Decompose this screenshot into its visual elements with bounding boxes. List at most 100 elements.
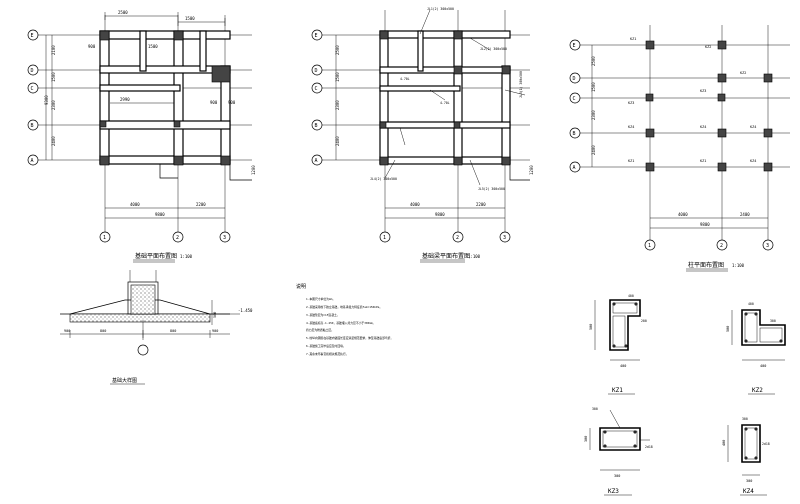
beam-note-5: JL5(2) 300x500 bbox=[478, 187, 505, 191]
beam-note-6: 4.70L bbox=[400, 77, 410, 81]
axis-B: B bbox=[31, 123, 34, 129]
col-label-10: KZ2 bbox=[740, 71, 746, 75]
p2-axis-2: 2 bbox=[456, 235, 459, 241]
kz1-d1: 400 bbox=[628, 294, 634, 298]
beam-note-2: JL2(2) 300x500 bbox=[480, 47, 507, 51]
p3-dim-bot-total: 9800 bbox=[700, 222, 710, 227]
dim-bot1: 4000 bbox=[130, 202, 140, 207]
note-7: 6.基础施工完毕后应及时回填。 bbox=[306, 344, 346, 348]
p2-dim-bot1: 4000 bbox=[410, 202, 420, 207]
column-detail-kz4: 400 300 300 2d18 KZ4 bbox=[722, 417, 770, 496]
dim-inner-c: 900 bbox=[88, 44, 96, 49]
p2-axis-E: E bbox=[315, 33, 318, 39]
plan2-title: 基础梁平面布置图 bbox=[422, 252, 470, 260]
p3-axis-B: B bbox=[573, 131, 576, 137]
axis-bubbles-plan3: E D C B A 1 2 3 bbox=[569, 39, 774, 251]
kz3-d2: 2d18 bbox=[645, 445, 653, 449]
kz1-d2: 200 bbox=[641, 319, 647, 323]
plan2-scale: 1:100 bbox=[468, 254, 481, 259]
col-label-7: KZ1 bbox=[628, 159, 634, 163]
axis-3: 3 bbox=[223, 235, 226, 241]
plan1-title: 基础平面布置图 bbox=[135, 252, 177, 260]
col-label-8: KZ1 bbox=[700, 159, 706, 163]
p2-dim-bot-total: 9800 bbox=[435, 212, 445, 217]
col-label-4: KZ4 bbox=[628, 125, 634, 129]
plan3-title: 柱平面布置图 bbox=[688, 261, 724, 269]
foundation-section: 900 800 800 900 500 -1.450 基础大样图 bbox=[60, 270, 253, 385]
dim-top1: 2500 bbox=[118, 10, 128, 15]
kz4-w: 300 bbox=[746, 479, 752, 483]
kz3-d1: 300 bbox=[592, 407, 598, 411]
beam-note-1: JL1(2) 300x500 bbox=[427, 7, 454, 11]
beam-note-3: JL3(1) 300x500 bbox=[519, 71, 523, 98]
sec-dim-mid2: 800 bbox=[170, 329, 176, 333]
beam-note-4: JL4(2) 300x500 bbox=[370, 177, 397, 181]
p2-axis-B: B bbox=[315, 123, 318, 129]
axis-D: D bbox=[31, 68, 34, 74]
kz4-title: KZ4 bbox=[743, 488, 754, 495]
p3-dim-left4: 2400 bbox=[591, 145, 596, 155]
plan1-scale: 1:100 bbox=[180, 254, 193, 259]
beam-note-7: 4.70L bbox=[440, 101, 450, 105]
kz4-d1: 300 bbox=[742, 417, 748, 421]
note-2: 2.基础采用柱下独立基础，地基承载力特征值fak=150kPa。 bbox=[306, 305, 382, 309]
p2-axis-1: 1 bbox=[383, 235, 386, 241]
foundation-beam-plan: JL1(2) 300x500 JL2(2) 300x500 JL3(1) 300… bbox=[311, 7, 534, 263]
note-5: 持力层为粉质黏土层。 bbox=[306, 328, 334, 332]
col-label-2: KZ2 bbox=[705, 45, 711, 49]
kz3-h: 300 bbox=[584, 436, 588, 442]
p2-axis-A: A bbox=[315, 158, 318, 164]
col-label-5: KZ4 bbox=[700, 125, 706, 129]
kz2-h: 500 bbox=[726, 326, 730, 332]
note-6: 5.柱纵向钢筋在基础内锚固长度应满足规范要求，伸至基础底部弯折。 bbox=[306, 336, 393, 340]
p3-dim-left1: 2500 bbox=[591, 56, 596, 66]
kz1-title: KZ1 bbox=[612, 387, 623, 394]
kz3-title: KZ3 bbox=[608, 488, 619, 495]
kz1-w: 400 bbox=[620, 364, 626, 368]
column-detail-kz2: 500 400 400 300 KZ2 bbox=[726, 302, 786, 395]
p3-dim-bot1: 4000 bbox=[678, 212, 688, 217]
p3-axis-E: E bbox=[573, 43, 576, 49]
p3-axis-D: D bbox=[573, 76, 576, 82]
dim-top2: 1500 bbox=[185, 16, 195, 21]
kz2-d2: 300 bbox=[770, 319, 776, 323]
p2-axis-C: C bbox=[315, 86, 318, 92]
sec-dim-left: 900 bbox=[64, 329, 70, 333]
col-label-9: KZ4 bbox=[750, 159, 756, 163]
axis-A: A bbox=[31, 158, 34, 164]
p3-axis-1: 1 bbox=[648, 243, 651, 249]
note-8: 7.其余未尽事宜按相关规范执行。 bbox=[306, 352, 349, 356]
p3-dim-left2: 1500 bbox=[591, 82, 596, 92]
sec-elev: -1.450 bbox=[238, 308, 253, 313]
kz4-h: 400 bbox=[722, 440, 726, 446]
kz3-w: 300 bbox=[614, 474, 620, 478]
p2-dim-left2: 1500 bbox=[335, 72, 340, 82]
column-detail-kz1: 500 400 400 200 KZ1 bbox=[589, 294, 647, 395]
p3-axis-3: 3 bbox=[766, 243, 769, 249]
dim-right-small: 1200 bbox=[251, 165, 256, 175]
kz2-w: 400 bbox=[760, 364, 766, 368]
col-label-6: KZ4 bbox=[750, 125, 756, 129]
dim-mid-small2: 900 bbox=[228, 100, 236, 105]
dim-left4: 2400 bbox=[51, 136, 56, 146]
p2-axis-D: D bbox=[315, 68, 318, 74]
p3-dim-bot2: 2400 bbox=[740, 212, 750, 217]
p2-dim-left1: 2500 bbox=[335, 45, 340, 55]
p2-axis-3: 3 bbox=[503, 235, 506, 241]
p2-dim-right-small: 1200 bbox=[529, 165, 534, 175]
general-notes: 说明 1.本图尺寸单位为mm。 2.基础采用柱下独立基础，地基承载力特征值fak… bbox=[296, 283, 393, 356]
col-label-1: KZ1 bbox=[630, 37, 636, 41]
p2-dim-left4: 2400 bbox=[335, 136, 340, 146]
kz2-title: KZ2 bbox=[752, 387, 763, 394]
kz2-d1: 400 bbox=[748, 302, 754, 306]
sec-dim-h: 500 bbox=[213, 312, 217, 318]
notes-heading: 说明 bbox=[296, 283, 306, 290]
section-title: 基础大样图 bbox=[112, 377, 137, 384]
dim-left3: 2300 bbox=[51, 100, 56, 110]
column-plan: KZ1 KZ2 KZ3 KZ4 KZ4 KZ4 KZ1 KZ1 KZ4 KZ2 … bbox=[569, 25, 790, 272]
dim-mid-small: 900 bbox=[210, 100, 218, 105]
column-detail-kz3: 300 300 300 2d18 KZ3 bbox=[584, 407, 653, 496]
axis-2: 2 bbox=[176, 235, 179, 241]
p3-axis-C: C bbox=[573, 96, 576, 102]
